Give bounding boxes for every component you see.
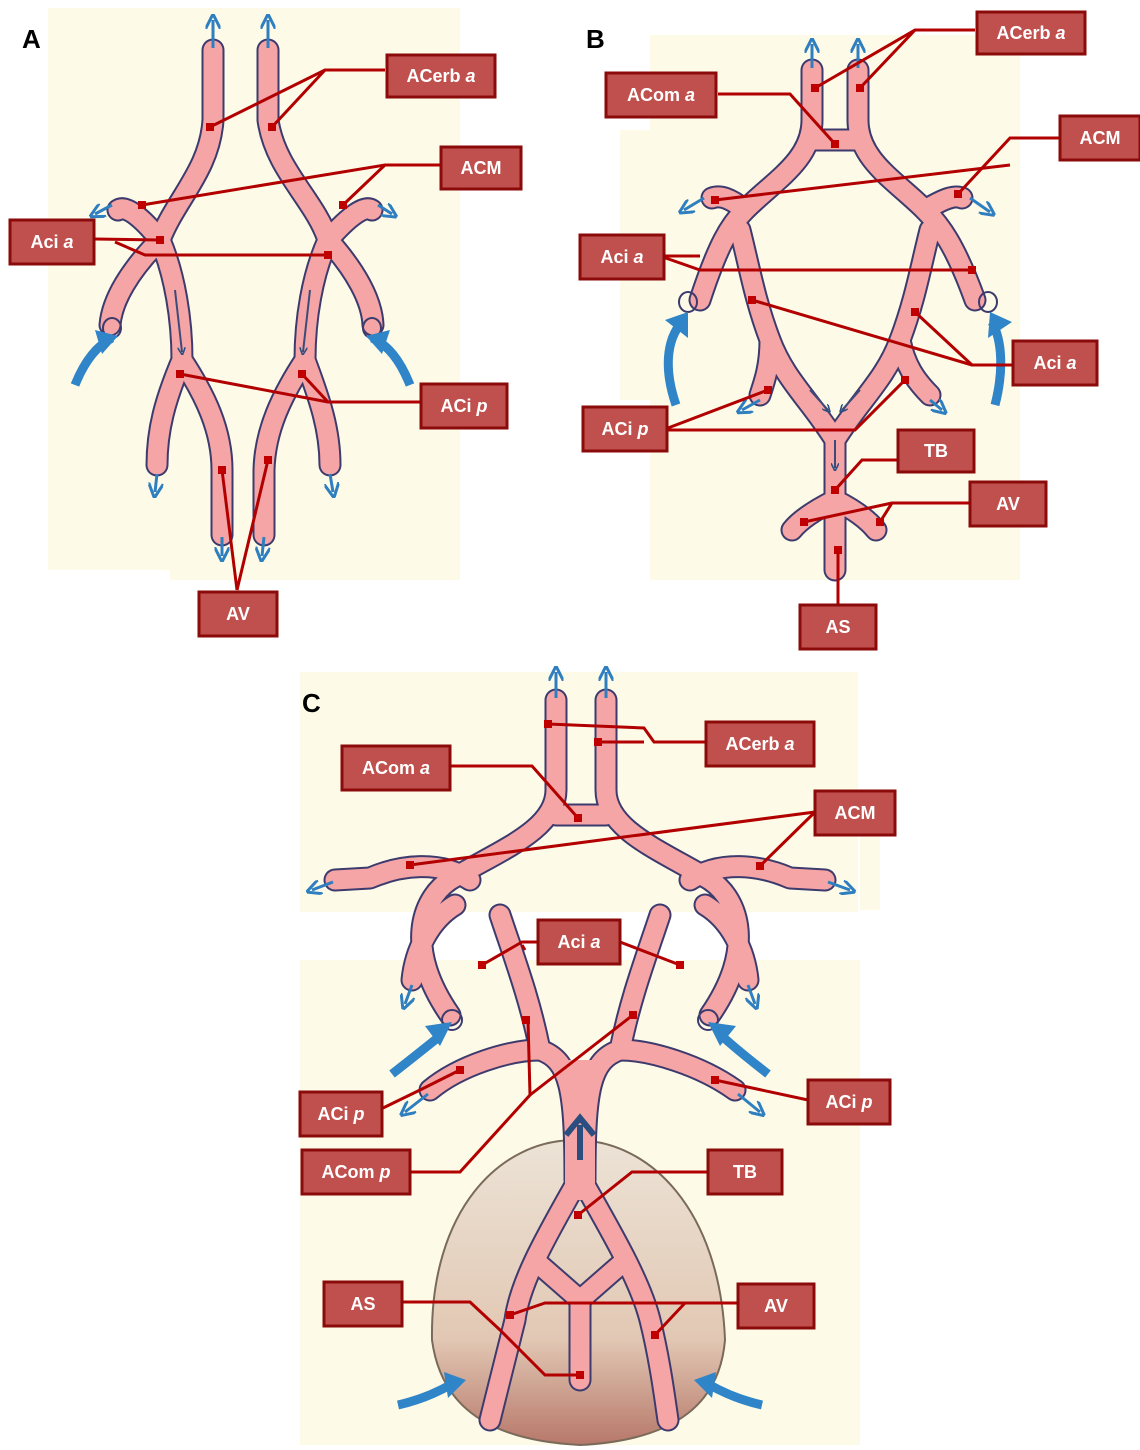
svg-text:Aci a: Aci a: [30, 232, 73, 252]
svg-text:ACM: ACM: [461, 158, 502, 178]
svg-text:AS: AS: [350, 1294, 375, 1314]
svg-text:ACM: ACM: [1080, 128, 1121, 148]
label-b-acom-a: ACom a: [604, 71, 718, 119]
label-b-aci-a-left: Aci a: [578, 233, 666, 281]
label-b-aci-p: ACi p: [581, 405, 669, 453]
svg-text:ACom a: ACom a: [362, 758, 430, 778]
svg-text:TB: TB: [733, 1162, 757, 1182]
label-a-aci-p: ACi p: [419, 382, 509, 430]
svg-text:ACi p: ACi p: [440, 396, 487, 416]
svg-text:AV: AV: [226, 604, 250, 624]
svg-text:AS: AS: [825, 617, 850, 637]
label-c-aci-a: Aci a: [536, 918, 622, 966]
label-c-as: AS: [322, 1280, 404, 1328]
svg-text:AV: AV: [996, 494, 1020, 514]
svg-text:ACom a: ACom a: [627, 85, 695, 105]
svg-text:ACom p: ACom p: [321, 1162, 390, 1182]
label-a-av: AV: [197, 590, 279, 638]
svg-text:TB: TB: [924, 441, 948, 461]
svg-text:ACi p: ACi p: [317, 1104, 364, 1124]
label-c-aci-p-right: ACi p: [806, 1078, 892, 1126]
svg-text:ACi p: ACi p: [825, 1092, 872, 1112]
panel-letter-b: B: [586, 24, 605, 54]
panel-letter-a: A: [22, 24, 41, 54]
svg-text:Aci a: Aci a: [600, 247, 643, 267]
svg-text:Aci a: Aci a: [557, 932, 600, 952]
svg-text:ACi p: ACi p: [601, 419, 648, 439]
leader-dots: [138, 84, 976, 1379]
label-c-acm: ACM: [813, 789, 897, 837]
svg-text:ACM: ACM: [835, 803, 876, 823]
label-c-tb: TB: [706, 1148, 784, 1196]
label-c-av: AV: [736, 1282, 816, 1330]
leader-lines: [94, 28, 1060, 1377]
label-b-tb: TB: [896, 428, 976, 474]
label-b-as: AS: [798, 603, 878, 651]
label-c-acom-p: ACom p: [300, 1148, 412, 1196]
panel-letter-c: C: [302, 688, 321, 718]
label-a-aci-a: Aci a: [8, 218, 96, 266]
panel-c-flow-arrows: [312, 672, 850, 1410]
panel-a-flow-arrows: [70, 20, 415, 556]
label-c-acerb-a: ACerb a: [704, 720, 816, 768]
label-a-acm: ACM: [439, 145, 523, 191]
svg-text:ACerb a: ACerb a: [725, 734, 794, 754]
label-a-acerb-a: ACerb a: [385, 53, 497, 99]
label-b-aci-a-right: Aci a: [1011, 339, 1099, 387]
label-c-acom-a: ACom a: [340, 744, 452, 792]
svg-text:ACerb a: ACerb a: [406, 66, 475, 86]
label-b-acm: ACM: [1058, 114, 1140, 162]
svg-text:AV: AV: [764, 1296, 788, 1316]
label-b-acerb-a: ACerb a: [975, 10, 1087, 56]
label-c-aci-p-left: ACi p: [298, 1090, 384, 1138]
svg-text:Aci a: Aci a: [1033, 353, 1076, 373]
label-b-av: AV: [968, 480, 1048, 528]
svg-text:ACerb a: ACerb a: [996, 23, 1065, 43]
